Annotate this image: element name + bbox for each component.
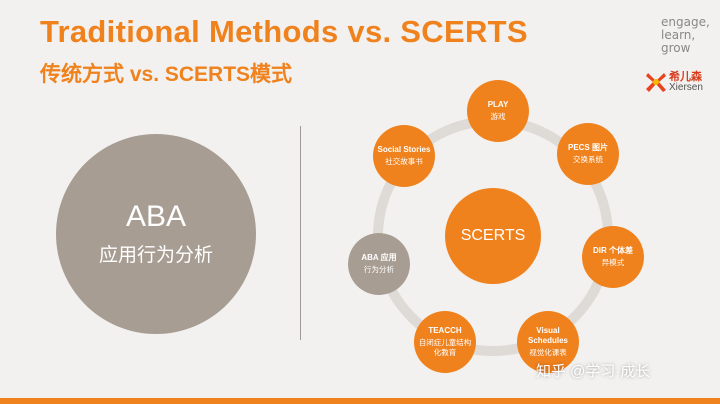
- aba-circle: ABA 应用行为分析: [56, 134, 256, 334]
- node-aba: ABA 应用 行为分析: [348, 233, 410, 295]
- page-subtitle: 传统方式 vs. SCERTS模式: [40, 63, 293, 86]
- node-sublabel: 社交故事书: [385, 157, 423, 166]
- brand-tagline: engage, learn, grow: [661, 16, 710, 55]
- tagline-line: learn,: [661, 28, 696, 42]
- node-sublabel: 自闭症儿童结构化教育: [418, 338, 472, 357]
- node-visual-schedules: Visual Schedules 视觉化课表: [517, 311, 579, 373]
- node-sublabel: 异模式: [601, 258, 625, 267]
- scerts-center-circle: SCERTS: [445, 188, 541, 284]
- node-dir: DIR 个体差 异模式: [582, 226, 644, 288]
- aba-title: ABA: [125, 200, 187, 233]
- node-label: DIR 个体差: [593, 246, 633, 255]
- page-title: Traditional Methods vs. SCERTS: [40, 14, 528, 49]
- aba-subtitle: 应用行为分析: [98, 245, 213, 266]
- brand-mark-icon: [646, 73, 666, 92]
- node-label: Social Stories: [377, 145, 431, 154]
- tagline-line: grow: [661, 41, 691, 55]
- node-teacch: TEACCH 自闭症儿童结构化教育: [414, 311, 476, 373]
- node-play: PLAY 游戏: [467, 80, 529, 142]
- node-sublabel: 交换系统: [573, 155, 603, 164]
- node-label: PLAY: [487, 100, 509, 109]
- node-sublabel: 视觉化课表: [529, 348, 567, 357]
- node-label: TEACCH: [428, 326, 462, 335]
- node-social-stories: Social Stories 社交故事书: [373, 125, 435, 187]
- brand-name-en: Xiersen: [669, 82, 703, 93]
- node-label: Visual Schedules: [527, 326, 568, 345]
- node-sublabel: 游戏: [490, 112, 506, 121]
- watermark: 知乎 @学习·成长: [536, 363, 651, 380]
- bottom-accent-bar: [0, 398, 720, 404]
- node-pecs: PECS 图片 交换系统: [557, 123, 619, 185]
- divider: [300, 126, 301, 340]
- node-label: PECS 图片: [567, 143, 608, 152]
- tagline-line: engage,: [661, 15, 710, 29]
- node-sublabel: 行为分析: [364, 265, 394, 274]
- brand-name-zh: 希儿森: [669, 71, 702, 83]
- brand-logo: 希儿森 Xiersen: [645, 68, 717, 98]
- node-label: ABA 应用: [361, 253, 397, 262]
